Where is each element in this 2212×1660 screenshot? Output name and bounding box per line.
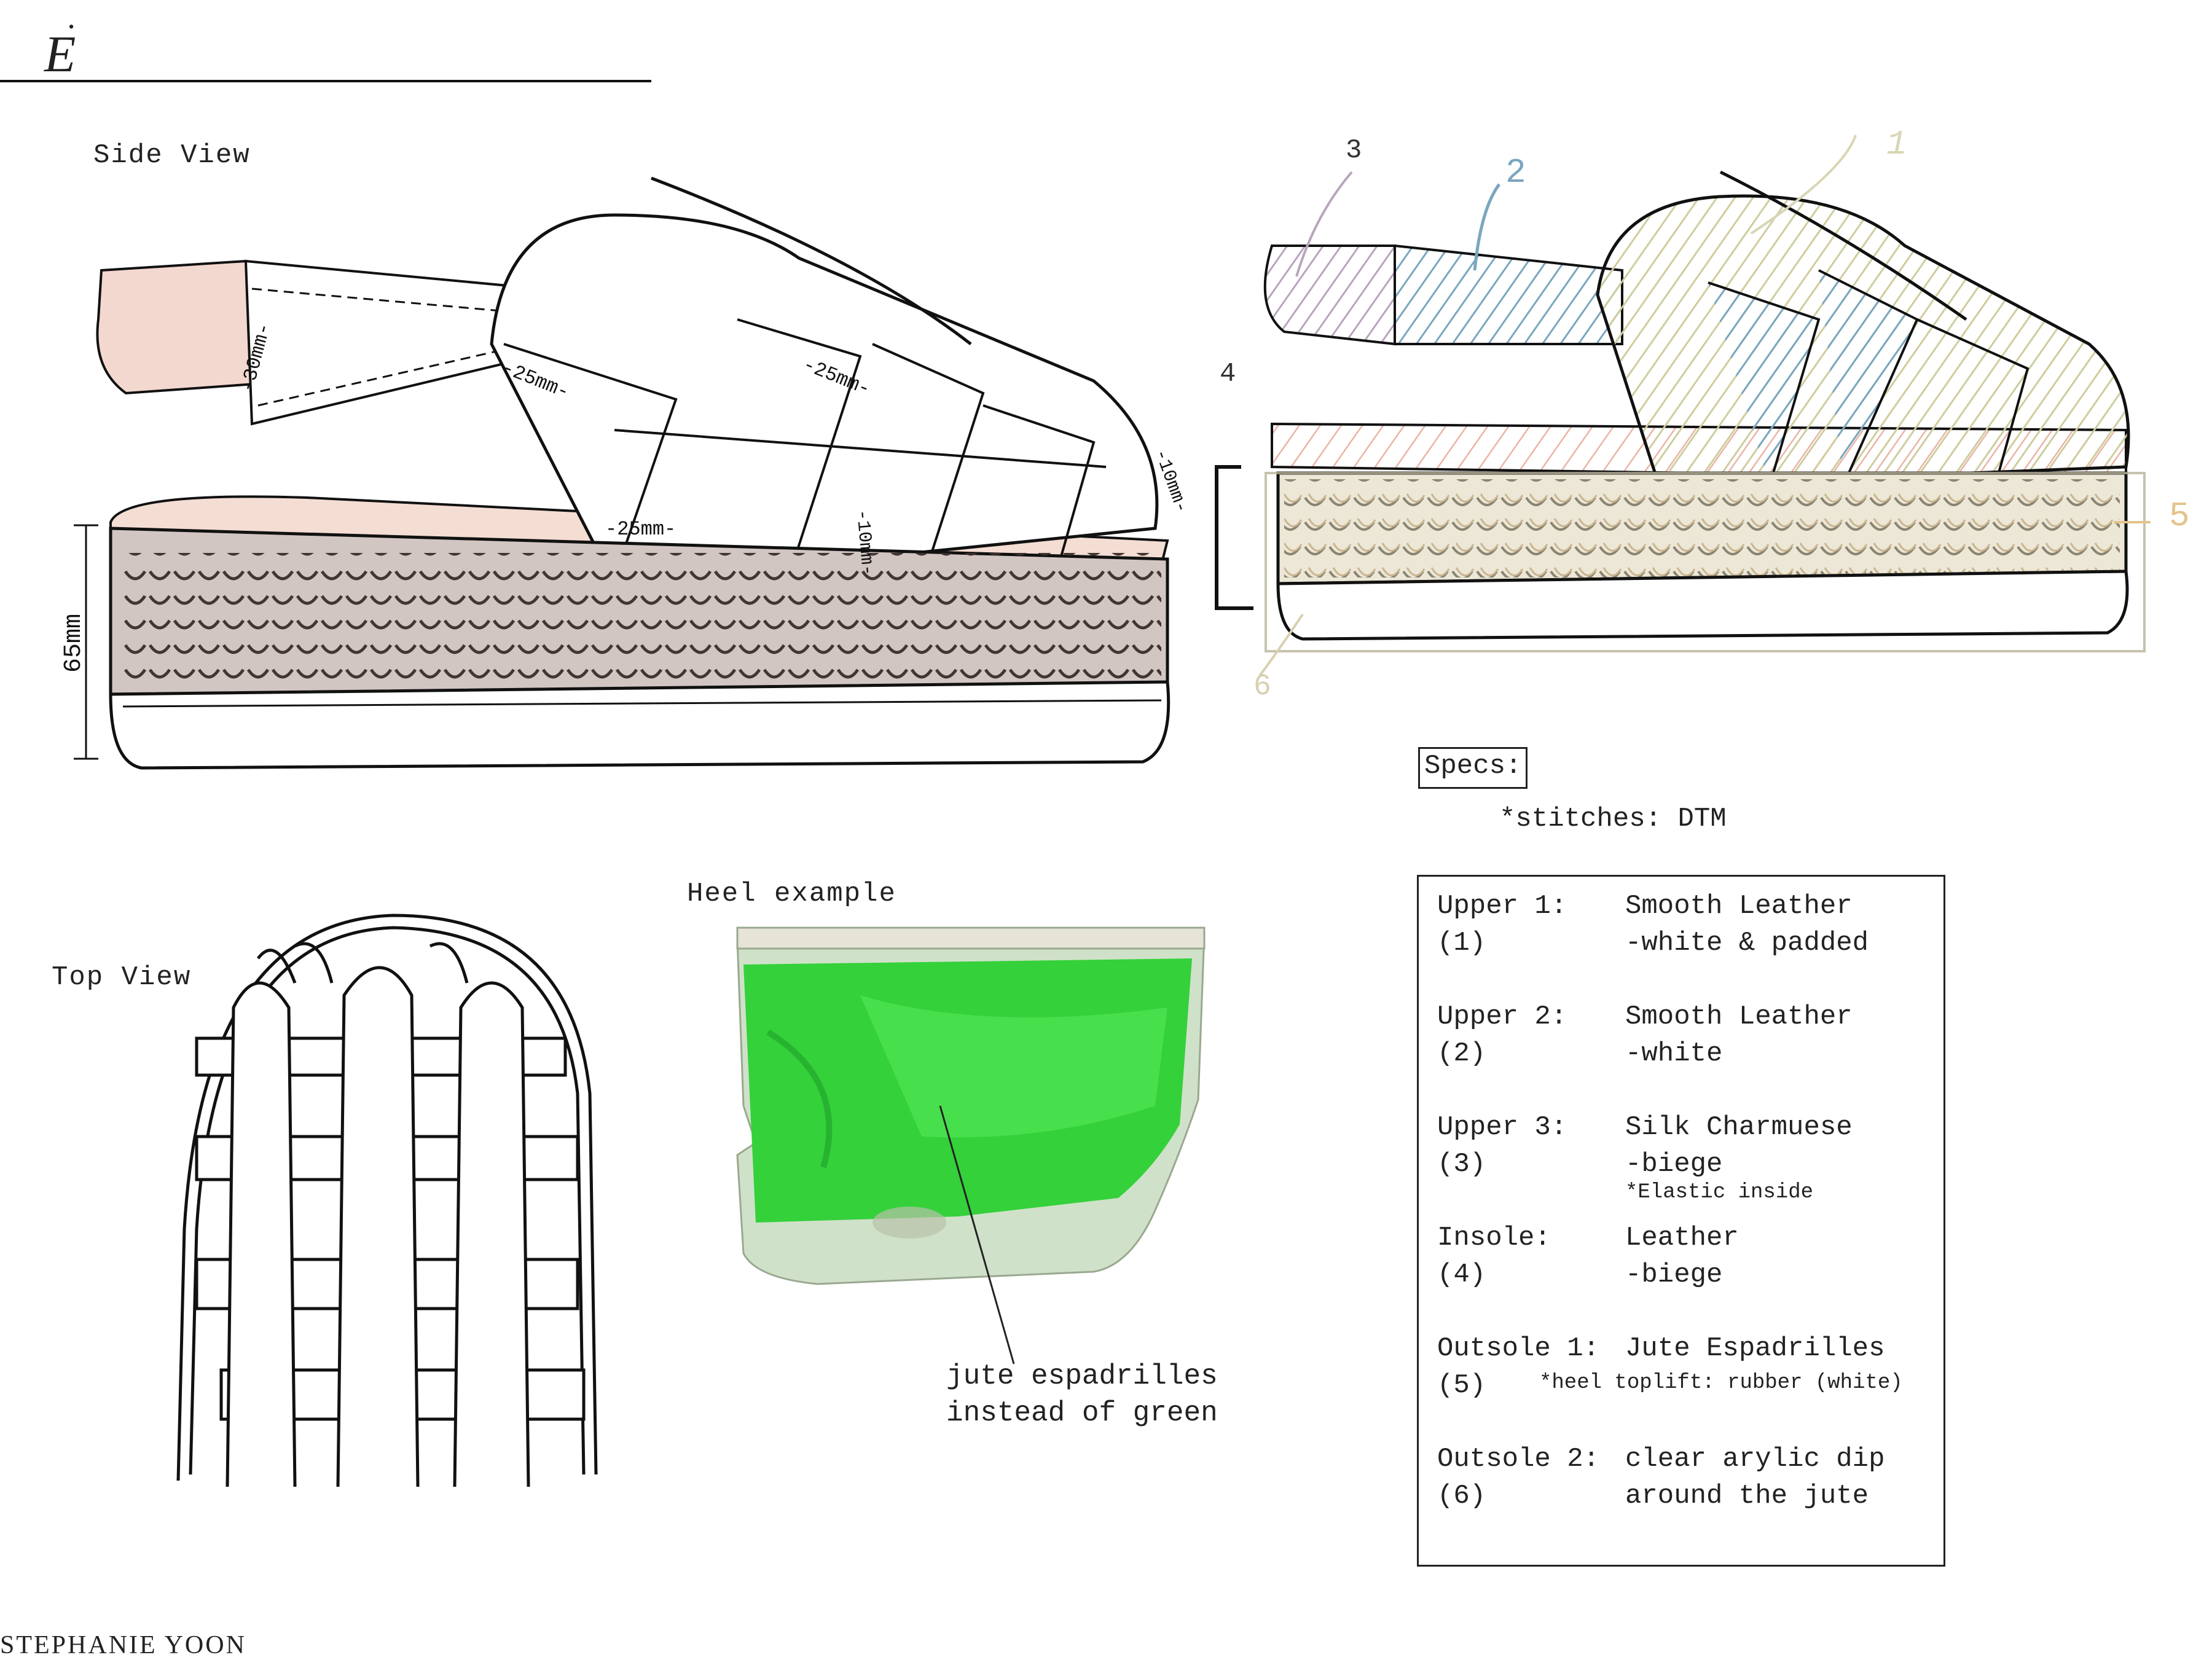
heel-caption: jute espadrilles instead of green — [946, 1358, 1218, 1431]
specs-title: Specs: — [1424, 751, 1522, 781]
spec-name: Upper 1: — [1437, 891, 1567, 922]
spec-name: Insole: — [1437, 1223, 1551, 1253]
dim-platform-height: 65mm — [60, 614, 88, 673]
brand-logo: E ˙ — [44, 17, 77, 84]
spec-material: Smooth Leather — [1625, 1001, 1853, 1032]
spec-num: (1) — [1437, 928, 1486, 958]
specs-stitches: *stitches: DTM — [1499, 804, 1727, 834]
spec-num: (5) — [1437, 1370, 1486, 1401]
author-name: STEPHANIE YOON — [0, 1631, 246, 1659]
heel-example-photo — [736, 926, 1206, 1364]
specs-title-box — [1418, 747, 1528, 789]
side-view-label: Side View — [93, 140, 251, 171]
callout-2: 2 — [1505, 153, 1526, 192]
spec-color: around the jute — [1625, 1481, 1869, 1511]
spec-note: *Elastic inside — [1625, 1181, 1814, 1204]
spec-num: (3) — [1437, 1149, 1486, 1180]
spec-note: *heel toplift: rubber (white) — [1539, 1371, 1903, 1395]
callout-6: 6 — [1253, 670, 1271, 703]
callout-1: 1 — [1886, 125, 1907, 164]
colored-side-view-sketch: 1 2 3 4 5 6 — [1215, 125, 2190, 703]
spec-name: Outsole 1: — [1437, 1333, 1600, 1364]
spec-material: Jute Espadrilles — [1625, 1333, 1885, 1364]
heel-caption-line1: jute espadrilles — [946, 1360, 1218, 1392]
spec-material: Silk Charmuese — [1625, 1112, 1853, 1143]
dim-strap-mid: -25mm- — [605, 518, 676, 541]
side-view-sketch: 65mm -30mm- -25mm- -25mm- -25mm- -10mm- … — [60, 176, 1192, 770]
top-view-sketch — [176, 914, 598, 1487]
spec-name: Upper 3: — [1437, 1112, 1567, 1143]
callout-3: 3 — [1346, 135, 1362, 166]
spec-num: (2) — [1437, 1038, 1486, 1069]
logo-letter: E — [44, 26, 76, 83]
heel-example-label: Heel example — [687, 879, 896, 909]
spec-name: Upper 2: — [1437, 1001, 1567, 1032]
spec-color: -biege — [1625, 1259, 1723, 1290]
spec-num: (6) — [1437, 1481, 1486, 1511]
spec-color: -white & padded — [1625, 928, 1869, 958]
spec-color: -biege — [1625, 1149, 1723, 1180]
heel-caption-line2: instead of green — [946, 1397, 1218, 1429]
spec-material: Smooth Leather — [1625, 891, 1853, 922]
header-rule — [0, 80, 651, 82]
callout-4: 4 — [1220, 359, 1236, 390]
spec-color: -white — [1625, 1038, 1723, 1069]
spec-material: clear arylic dip — [1625, 1444, 1885, 1474]
spec-name: Outsole 2: — [1437, 1444, 1600, 1474]
spec-num: (4) — [1437, 1259, 1486, 1290]
callout-5: 5 — [2169, 496, 2190, 536]
specs-table: Upper 1: (1) Smooth Leather -white & pad… — [1417, 875, 1945, 1567]
logo-dot: ˙ — [65, 17, 77, 57]
spec-material: Leather — [1625, 1223, 1739, 1253]
top-view-label: Top View — [52, 962, 192, 993]
